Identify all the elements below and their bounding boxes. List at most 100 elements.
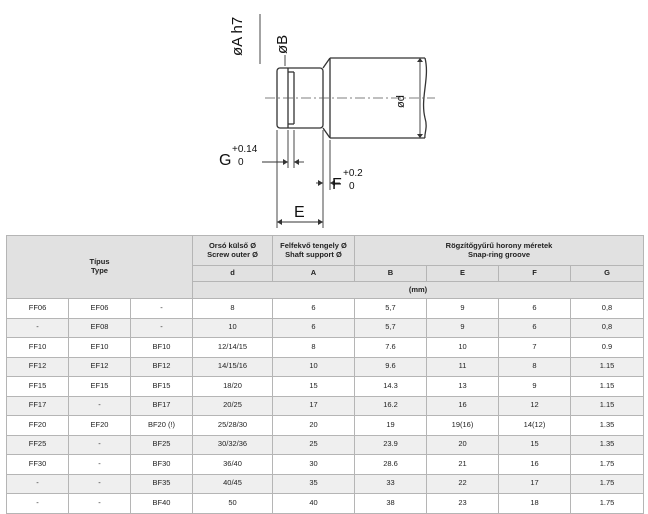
cell-d: 18/20 [192, 376, 274, 397]
cell-g: 1.35 [570, 415, 645, 436]
extension-lines [276, 60, 421, 228]
cell-b: 23.9 [354, 434, 428, 455]
cell-ef: - [68, 434, 131, 455]
cell-d: 25/28/30 [192, 415, 274, 436]
cell-bf: BF25 [129, 434, 194, 455]
cell-a: 40 [272, 493, 356, 514]
cell-bf: - [129, 298, 194, 319]
cell-a: 15 [272, 376, 356, 397]
cell-d: 40/45 [192, 473, 274, 494]
cell-ef: - [68, 454, 131, 475]
dim-arrow-F [318, 180, 323, 186]
cell-a: 30 [272, 454, 356, 475]
cell-b: 38 [354, 493, 428, 514]
header-shaft-hu: Felfekvő tengely Ø [280, 240, 347, 250]
cell-ff: FF12 [6, 356, 69, 377]
cell-e: 21 [426, 454, 500, 475]
cell-f: 18 [498, 493, 572, 514]
cell-f: 8 [498, 356, 572, 377]
dim-arrow-F2 [330, 180, 335, 186]
spec-table: Típus Type Orsó külső Ø Screw outer Ø Fe… [5, 235, 645, 514]
cell-ef: EF08 [68, 317, 131, 338]
cell-a: 35 [272, 473, 356, 494]
cell-b: 9.6 [354, 356, 428, 377]
cell-b: 5,7 [354, 298, 428, 319]
shaft-outline [276, 57, 428, 139]
cell-ff: FF10 [6, 337, 69, 358]
cell-g: 1.75 [570, 473, 645, 494]
cell-f: 9 [498, 376, 572, 397]
cell-e: 20 [426, 434, 500, 455]
header-screw-outer: Orsó külső Ø Screw outer Ø [192, 235, 274, 266]
cell-f: 6 [498, 298, 572, 319]
header-groove-hu: Rögzítőgyűrű horony méretek [445, 240, 553, 250]
cell-f: 6 [498, 317, 572, 338]
cell-a: 6 [272, 298, 356, 319]
cell-b: 16.2 [354, 395, 428, 416]
cell-d: 30/32/36 [192, 434, 274, 455]
header-col-d: d [192, 265, 274, 282]
cell-b: 5,7 [354, 317, 428, 338]
label-d: ød [395, 95, 407, 108]
cell-e: 9 [426, 298, 500, 319]
cell-b: 33 [354, 473, 428, 494]
cell-d: 10 [192, 317, 274, 338]
dim-arrow-G2 [294, 159, 299, 165]
cell-bf: BF12 [129, 356, 194, 377]
cell-f: 7 [498, 337, 572, 358]
cell-e: 13 [426, 376, 500, 397]
header-col-G: G [570, 265, 645, 282]
cell-ef: EF15 [68, 376, 131, 397]
cell-g: 1.15 [570, 376, 645, 397]
tol-F-lower: 0 [349, 181, 355, 192]
header-screw-en: Screw outer Ø [207, 249, 258, 259]
cell-a: 17 [272, 395, 356, 416]
dim-arrows-d [417, 58, 423, 138]
cell-f: 15 [498, 434, 572, 455]
cell-e: 10 [426, 337, 500, 358]
label-G: G [219, 152, 231, 169]
cell-bf: BF30 [129, 454, 194, 475]
cell-g: 1.75 [570, 493, 645, 514]
cell-g: 0,8 [570, 317, 645, 338]
cell-f: 17 [498, 473, 572, 494]
cell-bf: BF17 [129, 395, 194, 416]
cell-b: 19 [354, 415, 428, 436]
cell-g: 1.15 [570, 356, 645, 377]
cell-ef: EF20 [68, 415, 131, 436]
cell-f: 16 [498, 454, 572, 475]
cell-g: 1.75 [570, 454, 645, 475]
cell-ff: FF06 [6, 298, 69, 319]
spec-table-wrapper: Típus Type Orsó külső Ø Screw outer Ø Fe… [5, 235, 645, 514]
header-shaft-support: Felfekvő tengely Ø Shaft support Ø [272, 235, 356, 266]
cell-bf: BF35 [129, 473, 194, 494]
label-B: øB [274, 35, 291, 54]
cell-ef: - [68, 473, 131, 494]
cell-ff: - [6, 493, 69, 514]
cell-ef: EF06 [68, 298, 131, 319]
cell-f: 14(12) [498, 415, 572, 436]
cell-a: 10 [272, 356, 356, 377]
cell-bf: BF15 [129, 376, 194, 397]
cell-ff: FF15 [6, 376, 69, 397]
header-col-B: B [354, 265, 428, 282]
cell-e: 23 [426, 493, 500, 514]
header-shaft-en: Shaft support Ø [285, 249, 342, 259]
header-type-en: Type [91, 266, 108, 275]
cell-bf: BF10 [129, 337, 194, 358]
cell-g: 0.9 [570, 337, 645, 358]
shaft-end-drawing: øA h7 øB ød G +0.14 0 F +0.2 0 E [0, 0, 648, 234]
cell-d: 36/40 [192, 454, 274, 475]
cell-a: 20 [272, 415, 356, 436]
dim-arrow-G [283, 159, 288, 165]
cell-bf: BF40 [129, 493, 194, 514]
shaft-drawing-svg: øA h7 øB ød G +0.14 0 F +0.2 0 E [219, 14, 435, 228]
cell-e: 11 [426, 356, 500, 377]
